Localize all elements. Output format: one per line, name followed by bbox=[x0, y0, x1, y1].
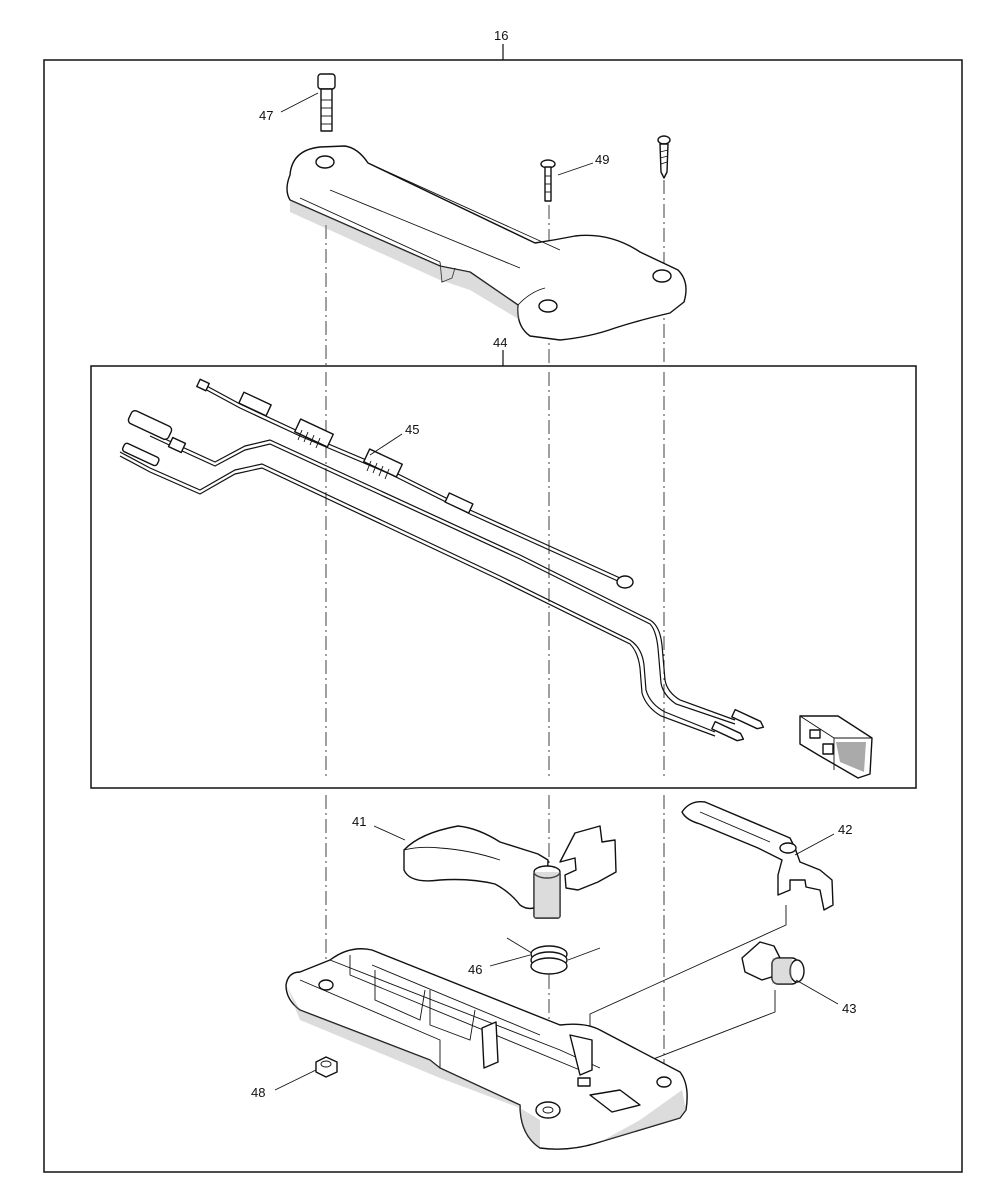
bolt-47: 47 bbox=[259, 73, 336, 132]
nut-icon bbox=[315, 1056, 338, 1078]
spring-46: 46 bbox=[468, 937, 601, 977]
callout-46: 46 bbox=[468, 962, 482, 977]
callout-41: 41 bbox=[352, 814, 366, 829]
switch-icon bbox=[799, 715, 873, 779]
handle-housing bbox=[285, 948, 688, 1150]
bolt-icon bbox=[317, 73, 336, 132]
callout-49: 49 bbox=[595, 152, 609, 167]
handle-cover bbox=[286, 145, 687, 341]
lock-button-43: 43 bbox=[741, 941, 856, 1016]
spring-icon bbox=[297, 429, 390, 480]
screw-icon bbox=[540, 159, 556, 202]
outer-assembly-frame: 16 bbox=[43, 28, 963, 1173]
tapping-screw bbox=[657, 135, 671, 179]
lock-lever-42: 42 bbox=[681, 801, 852, 911]
callout-45: 45 bbox=[405, 422, 419, 437]
callout-44: 44 bbox=[493, 335, 507, 350]
callout-48: 48 bbox=[251, 1085, 265, 1100]
callout-43: 43 bbox=[842, 1001, 856, 1016]
callout-47: 47 bbox=[259, 108, 273, 123]
wiring-harness-frame: 44 bbox=[90, 335, 917, 789]
callout-42: 42 bbox=[838, 822, 852, 837]
callout-16: 16 bbox=[494, 28, 508, 43]
trigger-lever-41: 41 bbox=[352, 814, 617, 919]
lead-wires bbox=[119, 409, 765, 742]
wire-45: 45 bbox=[196, 378, 634, 589]
housing-leader-lines bbox=[589, 905, 787, 1071]
screw-49: 49 bbox=[540, 152, 609, 202]
nut-48: 48 bbox=[251, 1056, 338, 1100]
